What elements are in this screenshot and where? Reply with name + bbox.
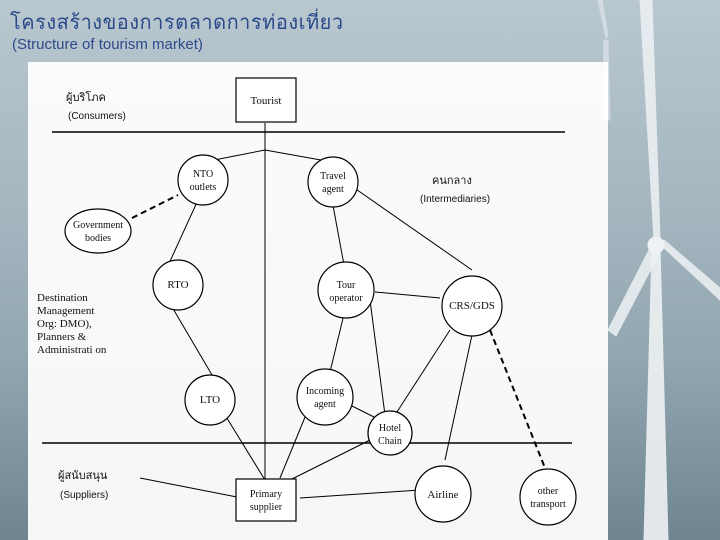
nto-outlets-label: NTO outlets [189, 169, 217, 193]
lto-primary-line [224, 414, 266, 481]
crs-gds-circle [441, 275, 503, 337]
suppliers-label-thai: ผู้สนับสนุน [58, 470, 108, 482]
travel-agent-crs-line [349, 184, 473, 271]
other-transport-label: other transport [530, 486, 566, 510]
intermediaries-label-english: (Intermediaries) [420, 194, 491, 205]
tour-operator-label: Tour operator [329, 280, 363, 304]
page-title-thai: โครงสร้างของการตลาดการท่องเที่ยว [10, 10, 344, 34]
travel-agent-tour-operator-line [331, 199, 345, 266]
crs-hotel-line [394, 329, 451, 416]
hotel-chain-circle [367, 410, 413, 456]
hotel-primary-line [279, 439, 371, 486]
dmo-label: Destination Management Org: DMO), Planne… [37, 292, 107, 356]
crs-other-transport-dashed-line [489, 329, 546, 469]
consumers-label-english: (Consumers) [68, 111, 126, 122]
incoming-agent-circle [296, 368, 354, 426]
travel-agent-label: Travel agent [320, 171, 346, 195]
other-transport-circle [519, 468, 577, 526]
tour-operator-incoming-line [329, 309, 346, 373]
tourist-box [235, 77, 297, 123]
government-nto-dashed-line [131, 194, 179, 219]
page-title-english: (Structure of tourism market) [12, 36, 203, 53]
suppliers-primary-line [139, 477, 243, 499]
hotel-chain-label: Hotel Chain [378, 423, 402, 447]
suppliers-label-english: (Suppliers) [60, 490, 109, 501]
government-bodies-label: Government bodies [73, 220, 123, 244]
rto-circle [152, 259, 204, 311]
diagram-panel [28, 62, 608, 540]
intermediaries-label-thai: คนกลาง [432, 175, 472, 187]
tourist-label: Tourist [250, 95, 282, 107]
government-bodies-ellipse [64, 208, 132, 254]
primary-supplier-box [235, 478, 297, 522]
lto-circle [184, 374, 236, 426]
consumers-label-thai: ผู้บริโภค [66, 92, 106, 104]
tour-operator-hotel-line [369, 299, 386, 416]
nto-outlets-circle [177, 154, 229, 206]
primary-supplier-label: Primary supplier [249, 489, 283, 513]
tour-operator-circle [317, 261, 375, 319]
nto-rto-line [165, 199, 199, 271]
crs-gds-label: CRS/GDS [449, 300, 495, 312]
tour-operator-crs-line [374, 291, 441, 299]
airline-label: Airline [427, 489, 459, 501]
primary-airline-line [299, 489, 421, 499]
lto-label: LTO [199, 394, 221, 406]
incoming-agent-label: Incoming agent [305, 386, 345, 410]
rto-label: RTO [167, 279, 189, 291]
airline-circle [414, 465, 472, 523]
travel-agent-circle [307, 156, 359, 208]
crs-airline-line [444, 334, 473, 461]
